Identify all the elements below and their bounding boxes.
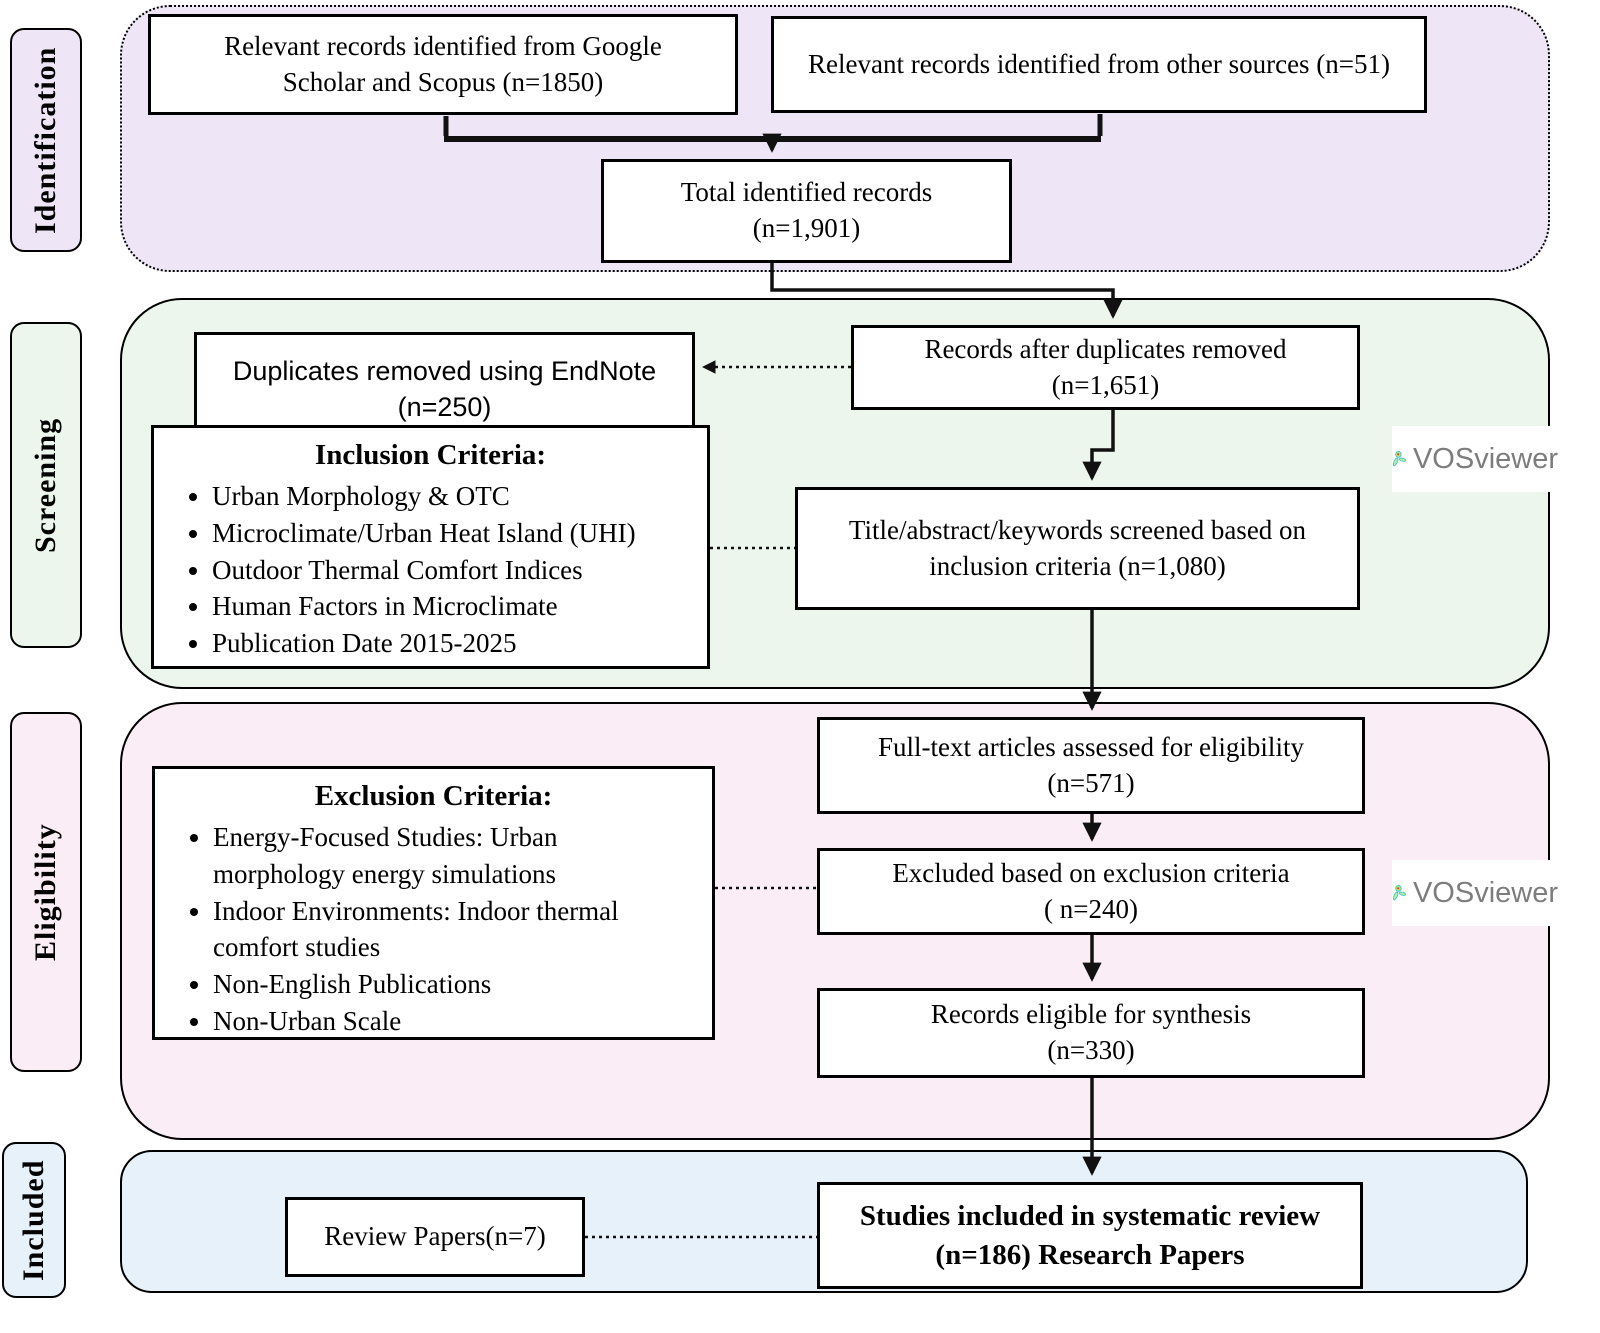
exclusion-criteria-title: Exclusion Criteria: [314, 780, 553, 812]
inclusion-criteria-item: Microclimate/Urban Heat Island (UHI) [212, 515, 636, 552]
box-records-google-scholar: Relevant records identified from Google … [148, 14, 738, 115]
box-total-identified: Total identified records (n=1,901) [601, 159, 1012, 263]
box-text-line: Scholar and Scopus (n=1850) [282, 66, 604, 97]
stage-label-screening: Screening [10, 322, 82, 648]
box-text-line: Duplicates removed using EndNote [232, 356, 657, 387]
box-fulltext-assessed: Full-text articles assessed for eligibil… [817, 717, 1365, 814]
inclusion-criteria-item: Outdoor Thermal Comfort Indices [212, 552, 636, 589]
box-text-line: ( n=240) [1044, 893, 1138, 924]
inclusion-criteria-item: Urban Morphology & OTC [212, 478, 636, 515]
vosviewer-label: VOSviewer [1412, 876, 1558, 909]
box-text-line: (n=1,901) [752, 213, 861, 243]
box-text-line: Relevant records identified from other s… [807, 48, 1391, 79]
box-records-eligible: Records eligible for synthesis (n=330) [817, 988, 1365, 1078]
inclusion-criteria-title: Inclusion Criteria: [314, 439, 547, 471]
box-text-line: Title/abstract/keywords screened based o… [848, 514, 1307, 545]
box-exclusion-criteria: Exclusion Criteria: Energy-Focused Studi… [152, 766, 715, 1040]
box-text-line: Records eligible for synthesis [930, 999, 1252, 1030]
box-text-line: (n=571) [1047, 767, 1135, 798]
vosviewer-label: VOSviewer [1412, 442, 1558, 475]
box-text-line: Total identified records [680, 177, 933, 208]
blob-core [1397, 453, 1400, 456]
box-text-line: (n=186) Research Papers [935, 1238, 1245, 1271]
box-inclusion-criteria: Inclusion Criteria: Urban Morphology & O… [151, 425, 710, 669]
vosviewer-logo: VOSviewer [1392, 426, 1558, 492]
vosviewer-blob-icon [1393, 885, 1407, 901]
box-text-line: Review Papers(n=7) [324, 1221, 546, 1252]
exclusion-criteria-item: Non-English Publications [213, 966, 665, 1003]
box-text-line: Full-text articles assessed for eligibil… [878, 731, 1304, 762]
stage-label-eligibility: Eligibility [10, 712, 82, 1072]
inclusion-criteria-list: Urban Morphology & OTC Microclimate/Urba… [168, 478, 636, 662]
box-title-abstract-screened: Title/abstract/keywords screened based o… [795, 487, 1360, 610]
box-records-after-duplicates: Records after duplicates removed (n=1,65… [851, 325, 1360, 410]
exclusion-criteria-item: Non-Urban Scale [213, 1003, 665, 1040]
vosviewer-logo: VOSviewer [1392, 860, 1558, 926]
inclusion-criteria-item: Human Factors in Microclimate [212, 588, 636, 625]
exclusion-criteria-list: Energy-Focused Studies: Urban morphology… [169, 819, 665, 1039]
box-text-line: (n=250) [397, 392, 492, 422]
inclusion-criteria-item: Publication Date 2015-2025 [212, 625, 636, 662]
stage-label-identification: Identification [10, 28, 82, 252]
box-review-papers: Review Papers(n=7) [285, 1197, 585, 1277]
box-text-line: (n=1,651) [1051, 369, 1160, 400]
stage-label-included: Included [2, 1142, 66, 1298]
blob-core [1397, 887, 1400, 890]
box-text-line: inclusion criteria (n=1,080) [929, 550, 1226, 581]
box-studies-included: Studies included in systematic review (n… [817, 1182, 1363, 1289]
box-text-line: Records after duplicates removed [924, 333, 1287, 364]
exclusion-criteria-item: Indoor Environments: Indoor thermal comf… [213, 893, 665, 966]
box-records-other-sources: Relevant records identified from other s… [771, 16, 1427, 113]
box-text-line: Relevant records identified from Google [224, 30, 662, 61]
box-text-line: (n=330) [1047, 1035, 1135, 1065]
box-text-line: Excluded based on exclusion criteria [892, 857, 1290, 888]
box-excluded-records: Excluded based on exclusion criteria ( n… [817, 848, 1365, 935]
box-text-line: Studies included in systematic review [859, 1200, 1321, 1233]
vosviewer-blob-icon [1393, 451, 1407, 467]
exclusion-criteria-item: Energy-Focused Studies: Urban morphology… [213, 819, 665, 892]
